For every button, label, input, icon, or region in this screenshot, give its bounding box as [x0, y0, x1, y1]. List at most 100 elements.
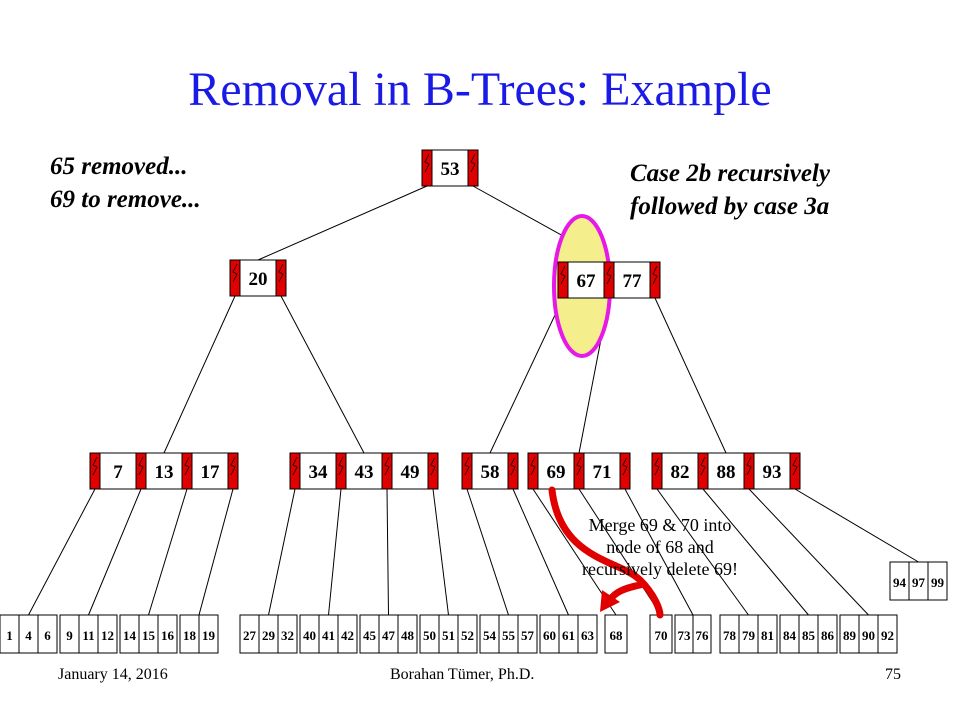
key-cell — [613, 261, 651, 299]
key-82: 82 — [671, 462, 690, 483]
merge-note-line-1: Merge 69 & 70 into — [588, 515, 732, 535]
pointer-mark — [292, 456, 298, 476]
leaf-cell — [577, 614, 598, 654]
leaf-key-4: 4 — [25, 628, 32, 643]
leaf-key-89: 89 — [843, 628, 857, 643]
root-node: 53 — [421, 149, 479, 187]
pointer-mark — [384, 456, 390, 476]
leaf-key-63: 63 — [581, 628, 595, 643]
tree-edge — [88, 488, 142, 616]
tree-edge — [268, 488, 296, 616]
tree-edge — [328, 488, 342, 616]
leaf-key-68: 68 — [610, 628, 624, 643]
leaf-cell — [817, 614, 838, 654]
status-note: 65 removed... 69 to remove... — [50, 150, 201, 216]
pointer-mark — [230, 456, 236, 476]
leaf-key-79: 79 — [742, 628, 756, 643]
leaf-key-42: 42 — [341, 628, 354, 643]
pointer-mark — [232, 263, 238, 283]
leaf-68: 68 — [604, 614, 628, 654]
leaf-key-19: 19 — [202, 628, 216, 643]
tree-edge — [489, 297, 564, 454]
slide-title: Removal in B-Trees: Example — [188, 63, 772, 116]
leaf-key-99: 99 — [931, 575, 945, 590]
key-7: 7 — [113, 462, 123, 483]
leaf-key-12: 12 — [101, 628, 114, 643]
tree-edge — [656, 488, 749, 616]
tree-edge — [624, 488, 694, 616]
key-17: 17 — [201, 462, 221, 483]
leaf-key-29: 29 — [262, 628, 276, 643]
tree-edge — [512, 488, 569, 616]
node-7-13-17: 7 13 17 — [89, 452, 239, 490]
key-cell — [567, 261, 605, 299]
leaf-70: 70 — [649, 614, 673, 654]
key-cell — [583, 452, 621, 490]
leaf-key-70: 70 — [655, 628, 668, 643]
leaf-key-45: 45 — [363, 628, 377, 643]
leaf-cell — [337, 614, 358, 654]
key-77: 77 — [623, 271, 643, 292]
tree-edge — [654, 297, 727, 454]
leaf-key-92: 92 — [881, 628, 894, 643]
leaf-key-90: 90 — [862, 628, 875, 643]
tree-edge — [748, 488, 869, 616]
key-58: 58 — [481, 462, 500, 483]
pointer-mark — [700, 456, 706, 476]
pointer-mark — [792, 456, 798, 476]
pointer-mark — [92, 456, 98, 476]
merge-arrow-branch — [606, 581, 644, 604]
footer-author: Borahan Tümer, Ph.D. — [390, 666, 535, 683]
key-cell — [661, 452, 699, 490]
case-note-line-2: followed by case 3a — [630, 193, 830, 220]
tree-edge — [466, 488, 509, 616]
leaf-key-73: 73 — [678, 628, 692, 643]
leaf-cell — [277, 614, 298, 654]
tree-edge — [794, 488, 919, 563]
pointer-mark — [464, 456, 470, 476]
key-cell — [707, 452, 745, 490]
leaf-cell — [157, 614, 178, 654]
pointer-mark — [746, 456, 752, 476]
leaf-key-32: 32 — [281, 628, 294, 643]
leaf-key-27: 27 — [243, 628, 257, 643]
key-20: 20 — [249, 269, 268, 290]
leaf-key-85: 85 — [802, 628, 816, 643]
key-cell — [471, 452, 509, 490]
leaf-key-41: 41 — [322, 628, 335, 643]
status-note-line-1: 65 removed... — [50, 153, 188, 180]
key-cell — [537, 452, 575, 490]
leaf-cell — [757, 614, 778, 654]
pointer-mark — [576, 456, 582, 476]
key-34: 34 — [309, 462, 329, 483]
leaf-key-86: 86 — [821, 628, 835, 643]
key-53: 53 — [441, 159, 460, 180]
tree-edge — [257, 185, 428, 261]
leaf-key-54: 54 — [483, 628, 497, 643]
merge-arrow-head — [600, 590, 620, 612]
tree-edge — [702, 488, 809, 616]
tree-edge — [386, 488, 389, 616]
pointer-mark — [138, 456, 144, 476]
tree-edge — [163, 295, 236, 454]
key-13: 13 — [155, 462, 174, 483]
leaf-cell — [604, 614, 628, 654]
pointer-mark — [338, 456, 344, 476]
leaf-key-57: 57 — [521, 628, 535, 643]
leaf-cell — [97, 614, 118, 654]
key-cell — [391, 452, 429, 490]
leaf-key-78: 78 — [723, 628, 737, 643]
leaf-key-18: 18 — [183, 628, 197, 643]
leaf-key-6: 6 — [44, 628, 51, 643]
key-67: 67 — [577, 271, 597, 292]
